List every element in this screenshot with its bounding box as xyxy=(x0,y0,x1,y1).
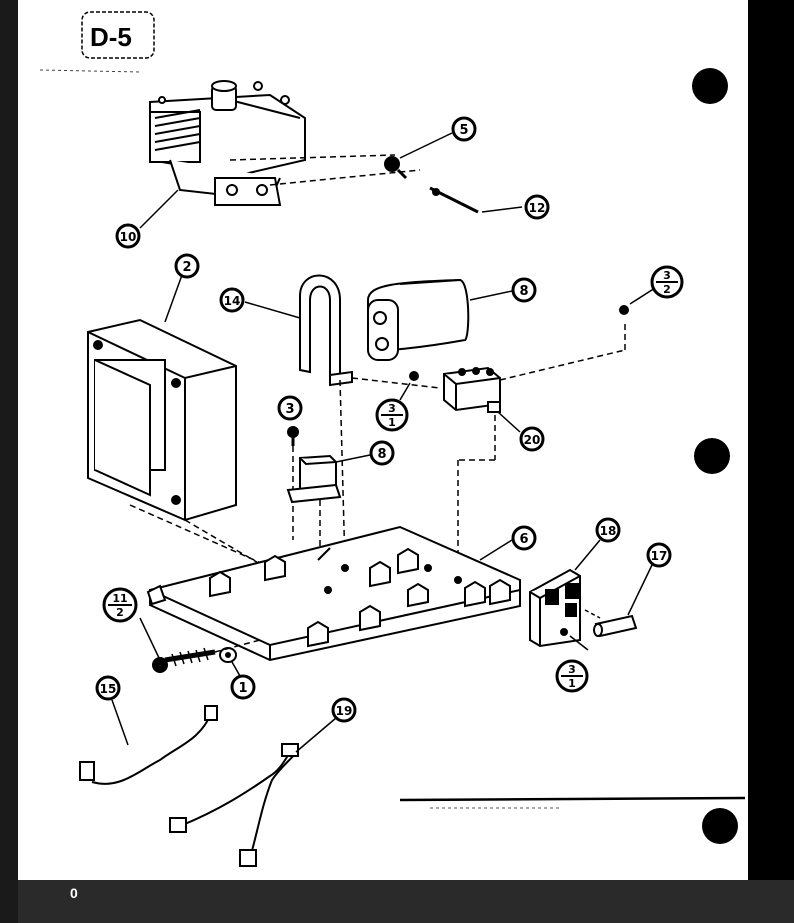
callout-3-2-relay-screw: 3 2 xyxy=(650,265,684,299)
callout-14-cap-clamp: 14 xyxy=(219,287,245,313)
scan-edge-right xyxy=(748,0,794,923)
callout-8-capacitor: 8 xyxy=(511,277,537,303)
svg-text:2: 2 xyxy=(663,283,671,296)
svg-text:10: 10 xyxy=(120,230,137,244)
svg-text:1: 1 xyxy=(568,677,576,690)
svg-text:8: 8 xyxy=(377,447,386,462)
callout-2-transformer: 2 xyxy=(174,253,200,279)
scan-edge-left xyxy=(0,0,18,923)
wire-harness-b xyxy=(169,743,299,867)
callout-5-magnetron-screw: 5 xyxy=(451,116,477,142)
callout-3-small-screw: 3 xyxy=(277,395,303,421)
capacitor-clamp-part xyxy=(299,274,353,387)
svg-text:17: 17 xyxy=(651,549,668,563)
callout-3-1-board-screw: 3 1 xyxy=(555,659,589,693)
svg-text:1: 1 xyxy=(238,681,247,696)
svg-text:3: 3 xyxy=(388,402,396,415)
svg-text:12: 12 xyxy=(529,201,546,215)
magnetron-part xyxy=(149,80,306,206)
capacitor-part xyxy=(367,278,470,361)
page-label-box: D-5 xyxy=(81,11,155,59)
callout-15-wire-a: 15 xyxy=(95,675,121,701)
small-screw-part xyxy=(287,426,299,540)
svg-text:2: 2 xyxy=(182,260,191,275)
callout-12-antenna-lead: 12 xyxy=(524,194,550,220)
fuse-holder-part xyxy=(529,568,581,648)
svg-text:20: 20 xyxy=(524,433,541,447)
callout-20-relay: 20 xyxy=(519,426,545,452)
callout-6-base-plate: 6 xyxy=(511,525,537,551)
base-plate-part xyxy=(146,525,521,662)
svg-text:2: 2 xyxy=(116,606,124,619)
clamp-screw-part xyxy=(399,371,419,401)
callout-17-fuse: 17 xyxy=(646,542,672,568)
callout-8-diode: 8 xyxy=(369,440,395,466)
svg-text:14: 14 xyxy=(224,294,241,308)
svg-text:6: 6 xyxy=(519,532,528,547)
svg-text:18: 18 xyxy=(600,524,617,538)
svg-text:1: 1 xyxy=(388,416,396,429)
svg-text:15: 15 xyxy=(100,682,117,696)
scan-edge-bottom xyxy=(0,880,794,923)
diode-part xyxy=(286,454,342,504)
svg-text:3: 3 xyxy=(663,269,671,282)
callout-1-washer: 1 xyxy=(230,674,256,700)
wire-harness-a xyxy=(79,705,218,785)
bolt-part xyxy=(152,647,216,673)
antenna-lead-part xyxy=(429,186,523,214)
svg-text:3: 3 xyxy=(568,663,576,676)
callout-3-1-clamp-screw: 3 1 xyxy=(375,398,409,432)
washer-part xyxy=(219,647,241,677)
binder-hole xyxy=(694,438,730,474)
page-number: 0 xyxy=(70,885,78,901)
callout-19-wire-b: 19 xyxy=(331,697,357,723)
svg-text:5: 5 xyxy=(459,123,468,138)
transformer-part xyxy=(87,318,237,522)
svg-text:11: 11 xyxy=(112,592,127,605)
callout-11-2-bolt: 11 2 xyxy=(102,587,138,623)
relay-part xyxy=(443,366,501,413)
magnetron-screw-part xyxy=(384,132,453,180)
relay-screw-part xyxy=(619,287,656,315)
callout-18-fuse-holder: 18 xyxy=(595,517,621,543)
binder-hole xyxy=(692,68,728,104)
binder-hole xyxy=(702,808,738,844)
svg-text:19: 19 xyxy=(336,704,353,718)
callout-10-magnetron: 10 xyxy=(115,223,141,249)
svg-text:3: 3 xyxy=(285,402,294,417)
fuse-part xyxy=(593,614,638,638)
page-label: D-5 xyxy=(90,22,132,52)
svg-text:8: 8 xyxy=(519,284,528,299)
